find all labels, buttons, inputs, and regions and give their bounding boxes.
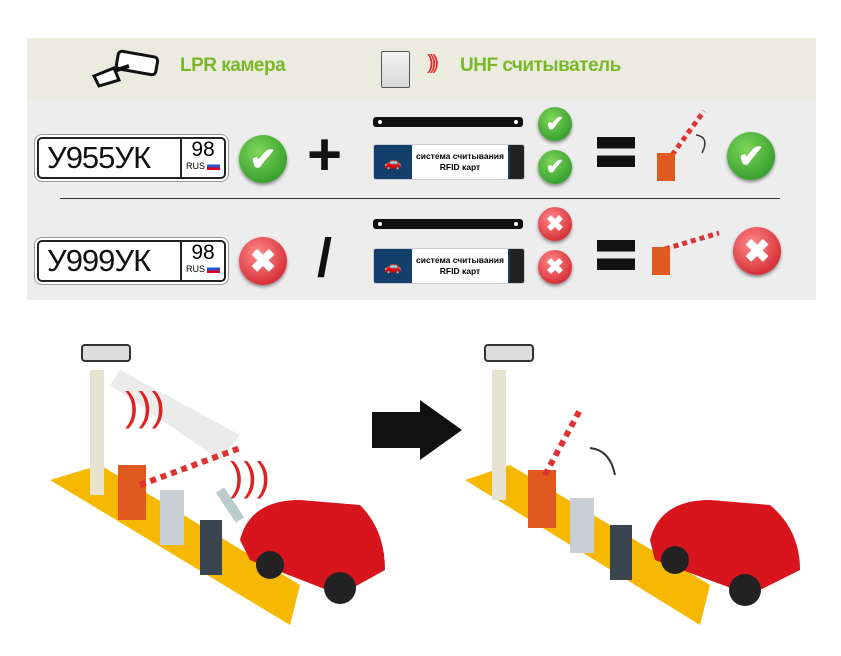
- card-line2: RFID карт: [439, 266, 481, 276]
- uhf-tag: [373, 219, 523, 229]
- cross-icon: ✖: [733, 227, 781, 275]
- scene-barrier-open: [465, 344, 800, 625]
- uhf-reader-icon: [381, 51, 410, 88]
- uhf-reader-label: UHF считыватель: [460, 55, 621, 76]
- barrier-arm: [138, 445, 242, 488]
- plate-number: У999УК: [47, 243, 151, 278]
- equals-icon: [597, 240, 635, 270]
- camera-icon: [484, 344, 534, 362]
- barrier-open-icon: [657, 109, 707, 181]
- open-arrow-icon: [589, 447, 616, 476]
- card-stripe: [508, 145, 524, 179]
- arrow-right-head: [420, 400, 462, 460]
- plate-country: RUS: [185, 161, 205, 171]
- flag-icon: [207, 265, 220, 273]
- camera-beam: [110, 370, 240, 460]
- cross-icon: ✖: [538, 250, 572, 284]
- barrier-post: [528, 470, 556, 528]
- equals-icon: [597, 137, 635, 167]
- scene-barrier-closed: ))) ))): [50, 344, 385, 625]
- camera-pole: [90, 370, 104, 495]
- plus-operator: +: [307, 121, 343, 188]
- plate-number: У955УК: [47, 140, 151, 175]
- barrier-post: [118, 465, 146, 520]
- card-line2: RFID карт: [439, 162, 481, 172]
- barrier-closed-icon: [652, 230, 720, 275]
- car-barrier-icon: 🚗: [374, 249, 412, 283]
- plate-region: 98: [191, 241, 215, 264]
- card-line1: система считывания: [416, 255, 504, 265]
- cross-icon: ✖: [538, 207, 572, 241]
- signal-waves-icon: ))): [125, 385, 165, 429]
- uhf-tag: [373, 117, 523, 127]
- signal-waves-icon: ))): [427, 52, 439, 74]
- flag-icon: [207, 162, 220, 170]
- camera-pole: [492, 370, 506, 500]
- divider: [60, 198, 780, 199]
- card-reader-stand: [200, 520, 222, 575]
- cross-icon: ✖: [239, 237, 287, 285]
- plate-country: RUS: [185, 264, 205, 274]
- check-icon: ✔: [727, 132, 775, 180]
- camera-icon: [81, 344, 131, 362]
- check-icon: ✔: [538, 150, 572, 184]
- legend-bar: LPR камера ))) UHF считыватель: [27, 38, 816, 100]
- ticket-kiosk: [570, 498, 594, 553]
- car-barrier-icon: 🚗: [374, 145, 412, 179]
- check-icon: ✔: [239, 135, 287, 183]
- arrow-icon: [215, 487, 245, 523]
- plate-region: 98: [191, 138, 215, 161]
- car: [650, 500, 800, 595]
- check-icon: ✔: [538, 107, 572, 141]
- camera-icon: [91, 49, 160, 88]
- card-reader-stand: [610, 525, 632, 580]
- card-line1: система считывания: [416, 151, 504, 161]
- signal-waves-icon: ))): [230, 455, 270, 499]
- barrier-arm: [542, 408, 583, 477]
- ticket-kiosk: [160, 490, 184, 545]
- card-stripe: [508, 249, 524, 283]
- arrow-right-icon: [372, 412, 422, 448]
- car: [240, 500, 385, 595]
- lpr-camera-label: LPR камера: [180, 55, 286, 76]
- or-operator: /: [317, 228, 333, 288]
